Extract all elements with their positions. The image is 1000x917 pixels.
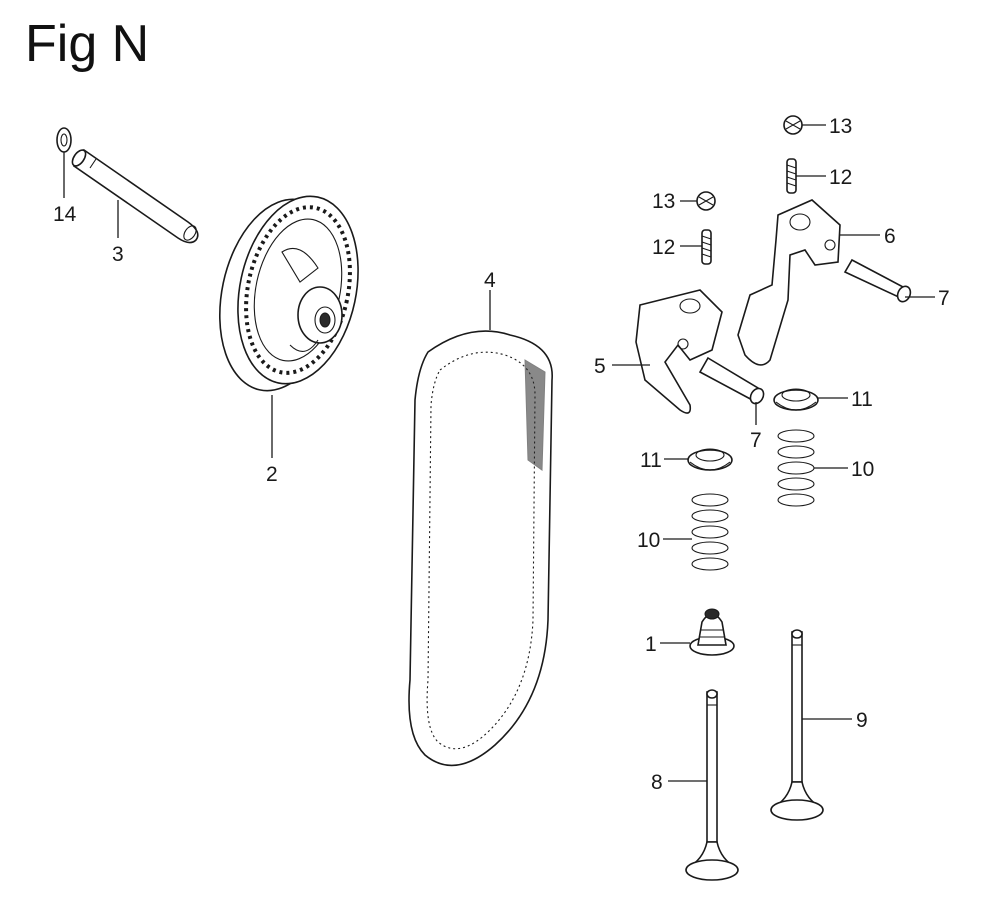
callout-10-right: 10 (851, 458, 874, 481)
part-4-belt (408, 330, 553, 767)
callout-2: 2 (266, 463, 278, 486)
callout-12-upper: 12 (829, 166, 852, 189)
part-2-pulley (218, 195, 359, 392)
callout-11-left: 11 (640, 449, 662, 472)
part-7-pin-a (843, 258, 912, 303)
part-6-rocker-arm (737, 199, 841, 366)
part-8-valve (685, 689, 739, 881)
part-11-retainer-a (773, 388, 819, 411)
callout-5: 5 (594, 355, 606, 378)
callout-9: 9 (856, 709, 868, 732)
part-14-clip (56, 127, 72, 153)
part-1-stem-seal (689, 608, 735, 656)
part-13-nut-b (696, 191, 716, 211)
callout-labels: 14 3 2 4 13 12 13 12 6 7 5 7 11 11 10 10… (53, 115, 950, 794)
callout-11-right: 11 (851, 388, 873, 411)
figure-title: Fig N (25, 15, 150, 73)
callout-12-lower: 12 (652, 236, 675, 259)
part-13-nut-a (783, 115, 803, 135)
part-3-shaft (71, 148, 199, 244)
leader-lines (63, 124, 935, 782)
callout-7-lower: 7 (750, 429, 762, 452)
part-12-stud-a (786, 158, 797, 194)
callout-10-left: 10 (637, 529, 660, 552)
part-12-stud-b (701, 229, 712, 265)
callout-14: 14 (53, 203, 77, 226)
callout-4: 4 (484, 269, 496, 292)
callout-13-lower: 13 (652, 190, 675, 213)
callout-6: 6 (884, 225, 896, 248)
callout-7-upper: 7 (938, 287, 950, 310)
part-11-retainer-b (687, 448, 733, 471)
callout-3: 3 (112, 243, 124, 266)
part-5-rocker-arm (635, 289, 723, 414)
part-9-valve (770, 629, 824, 821)
callout-8: 8 (651, 771, 663, 794)
part-10-spring-b (691, 493, 729, 571)
callout-1: 1 (645, 633, 657, 656)
part-10-spring-a (777, 429, 815, 507)
callout-13-upper: 13 (829, 115, 852, 138)
part-7-pin-b (698, 356, 765, 405)
